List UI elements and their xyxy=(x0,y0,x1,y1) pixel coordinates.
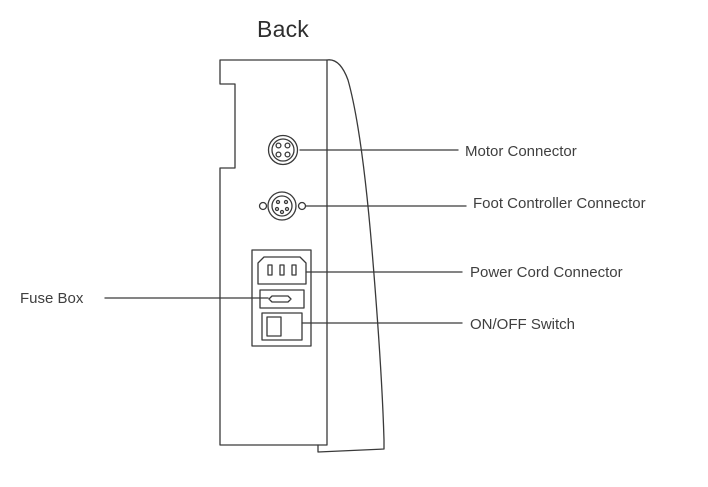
label-on-off-switch: ON/OFF Switch xyxy=(470,316,576,333)
side-profile xyxy=(317,59,385,453)
power-cord-inlet-icon xyxy=(257,256,307,285)
fuse-box-icon xyxy=(259,289,305,309)
diagram-title: Back xyxy=(257,16,309,42)
on-off-switch-icon xyxy=(261,312,303,341)
label-foot-controller-connector: Foot Controller Connector xyxy=(473,195,646,212)
power-module xyxy=(251,249,312,347)
label-power-cord-connector: Power Cord Connector xyxy=(470,264,623,281)
label-motor-connector: Motor Connector xyxy=(465,143,577,160)
motor-connector-icon xyxy=(267,134,299,166)
label-fuse-box: Fuse Box xyxy=(20,290,84,307)
housing-outline xyxy=(219,59,328,446)
foot-controller-connector-icon xyxy=(258,191,307,221)
